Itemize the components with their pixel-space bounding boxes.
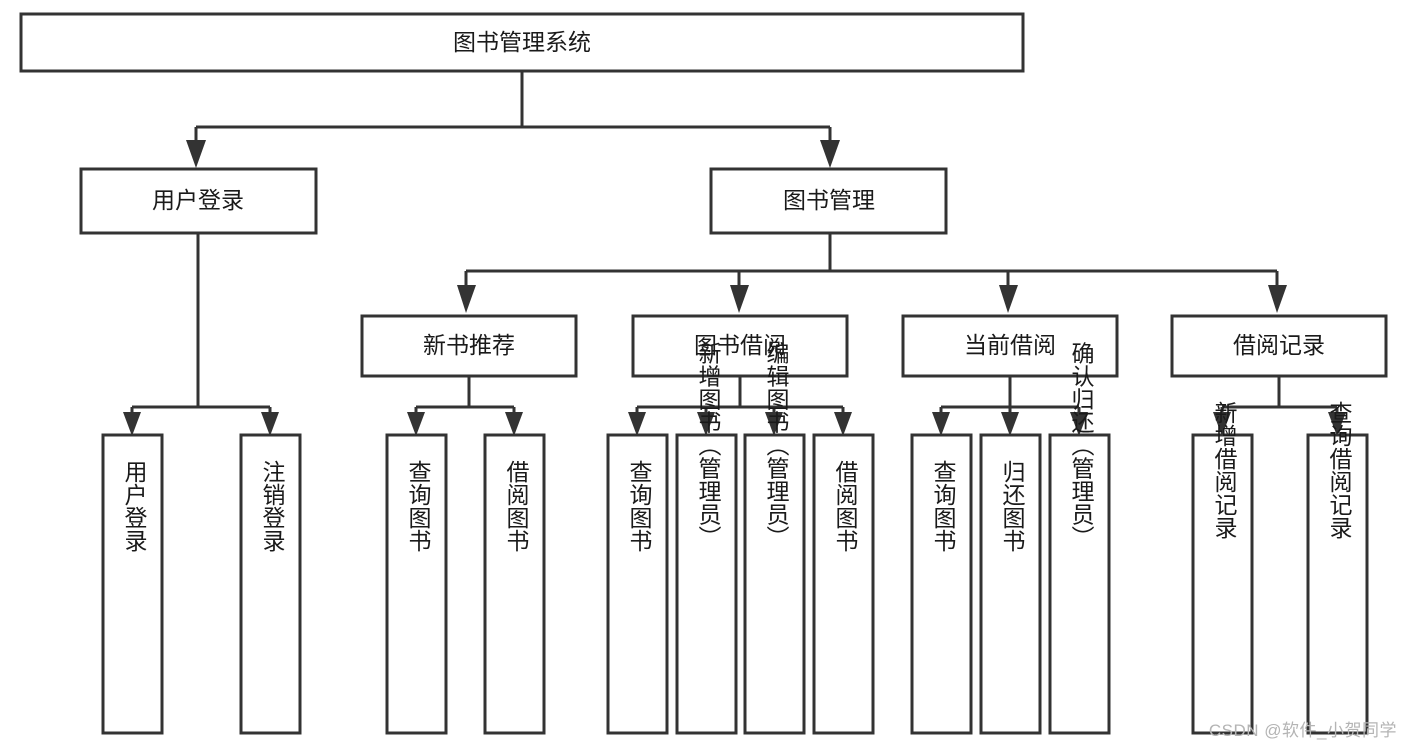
connector-group-new-book-rec-leaves <box>407 376 523 436</box>
node-leaf-borrow-book-1[interactable]: 借阅图书 <box>483 433 546 735</box>
node-root-box[interactable] <box>19 12 1025 73</box>
node-leaf-query-book-3-label: 查询图书 <box>930 460 957 552</box>
node-leaf-logout[interactable]: 注销登录 <box>239 433 302 735</box>
node-leaf-user-login[interactable]: 用户登录 <box>101 433 164 735</box>
node-leaf-query-book-2[interactable]: 查询图书 <box>606 433 669 735</box>
node-leaf-user-login-box[interactable] <box>101 433 164 735</box>
node-leaf-query-book-2-label: 查询图书 <box>626 460 653 552</box>
node-leaf-query-book-1-label: 查询图书 <box>405 460 432 552</box>
node-leaf-logout-box[interactable] <box>239 433 302 735</box>
node-leaf-confirm-return-box[interactable] <box>1048 433 1111 735</box>
node-leaf-confirm-return-label: 确认归还（管理员） <box>1068 342 1095 549</box>
node-leaf-borrow-book-1-label: 借阅图书 <box>503 460 530 552</box>
connector-group-book-borrow-leaves <box>628 376 852 436</box>
node-user-login-label: 用户登录 <box>152 187 244 213</box>
node-leaf-logout-label: 注销登录 <box>259 460 286 552</box>
arrow-head-new-book-rec <box>457 285 476 313</box>
node-leaf-borrow-book-2-box[interactable] <box>812 433 875 735</box>
node-leaf-add-record[interactable]: 新增借阅记录 <box>1191 401 1254 735</box>
arrow-head-leaf-query-book-3 <box>932 412 950 436</box>
arrow-head-leaf-borrow-book-1 <box>505 412 523 436</box>
node-leaf-borrow-book-2[interactable]: 借阅图书 <box>812 433 875 735</box>
node-borrow-record[interactable]: 借阅记录 <box>1170 314 1388 378</box>
node-leaf-query-record[interactable]: 查询借阅记录 <box>1306 401 1369 735</box>
node-leaf-query-book-3[interactable]: 查询图书 <box>910 433 973 735</box>
arrow-head-leaf-confirm-return <box>1070 412 1088 436</box>
connector-group-current-borrow-leaves <box>932 376 1088 436</box>
node-new-book-rec-label: 新书推荐 <box>423 332 515 358</box>
arrow-head-leaf-add-book <box>697 412 715 436</box>
node-leaf-add-record-label: 新增借阅记录 <box>1211 401 1238 539</box>
node-leaf-return-book[interactable]: 归还图书 <box>979 433 1042 735</box>
node-leaf-query-record-box[interactable] <box>1306 433 1369 735</box>
node-new-book-rec-box[interactable] <box>360 314 578 378</box>
node-leaf-borrow-book-2-label: 借阅图书 <box>832 460 859 552</box>
node-leaf-return-book-label: 归还图书 <box>999 460 1026 552</box>
node-new-book-rec[interactable]: 新书推荐 <box>360 314 578 378</box>
node-leaf-add-book-box[interactable] <box>675 433 738 735</box>
arrow-head-leaf-borrow-book-2 <box>834 412 852 436</box>
arrow-head-leaf-add-record <box>1213 412 1231 436</box>
node-current-borrow-box[interactable] <box>901 314 1119 378</box>
node-leaf-query-book-3-box[interactable] <box>910 433 973 735</box>
arrow-head-current-borrow <box>999 285 1018 313</box>
node-leaf-query-book-1-box[interactable] <box>385 433 448 735</box>
csdn-watermark: CSDN @软件_小贺同学 <box>1208 721 1397 740</box>
node-book-borrow-label: 图书借阅 <box>694 332 786 358</box>
arrow-head-book-manage <box>820 140 840 168</box>
arrow-head-user-login <box>186 140 206 168</box>
connector-group-book-manage <box>457 233 1287 313</box>
node-root-label: 图书管理系统 <box>453 29 591 55</box>
node-leaf-return-book-box[interactable] <box>979 433 1042 735</box>
node-borrow-record-box[interactable] <box>1170 314 1388 378</box>
arrow-head-borrow-record <box>1268 285 1287 313</box>
node-current-borrow[interactable]: 当前借阅 <box>901 314 1119 378</box>
node-leaf-query-book-1[interactable]: 查询图书 <box>385 433 448 735</box>
node-leaf-add-record-box[interactable] <box>1191 433 1254 735</box>
arrow-head-leaf-logout <box>261 412 279 436</box>
node-borrow-record-label: 借阅记录 <box>1233 332 1325 358</box>
node-book-manage-label: 图书管理 <box>783 187 875 213</box>
node-leaf-edit-book-label: 编辑图书（管理员） <box>763 342 790 549</box>
node-leaf-confirm-return[interactable]: 确认归还（管理员） <box>1048 342 1111 735</box>
node-leaf-query-record-label: 查询借阅记录 <box>1326 401 1353 539</box>
node-user-login-box[interactable] <box>79 167 318 235</box>
node-leaf-edit-book-box[interactable] <box>743 433 806 735</box>
node-leaf-add-book[interactable]: 新增图书（管理员） <box>675 342 738 735</box>
node-leaf-borrow-book-1-box[interactable] <box>483 433 546 735</box>
node-leaf-edit-book[interactable]: 编辑图书（管理员） <box>743 342 806 735</box>
node-leaf-query-book-2-box[interactable] <box>606 433 669 735</box>
node-current-borrow-label: 当前借阅 <box>964 332 1056 358</box>
arrow-head-leaf-user-login <box>123 412 141 436</box>
arrow-head-leaf-query-book-2 <box>628 412 646 436</box>
connector-group-user-login-leaves <box>123 233 279 436</box>
arrow-head-leaf-query-book-1 <box>407 412 425 436</box>
connector-group-borrow-record-leaves <box>1213 376 1346 436</box>
node-book-manage[interactable]: 图书管理 <box>709 167 948 235</box>
node-book-borrow-box[interactable] <box>631 314 849 378</box>
arrow-head-book-borrow <box>730 285 749 313</box>
node-book-borrow[interactable]: 图书借阅 <box>631 314 849 378</box>
arrow-head-leaf-return-book <box>1001 412 1019 436</box>
node-book-manage-box[interactable] <box>709 167 948 235</box>
node-root[interactable]: 图书管理系统 <box>19 12 1025 73</box>
arrow-head-leaf-edit-book <box>765 412 783 436</box>
arrow-head-leaf-query-record <box>1328 412 1346 436</box>
node-leaf-add-book-label: 新增图书（管理员） <box>695 342 722 549</box>
connector-group-root <box>186 71 840 168</box>
node-user-login[interactable]: 用户登录 <box>79 167 318 235</box>
node-leaf-user-login-label: 用户登录 <box>121 460 148 552</box>
